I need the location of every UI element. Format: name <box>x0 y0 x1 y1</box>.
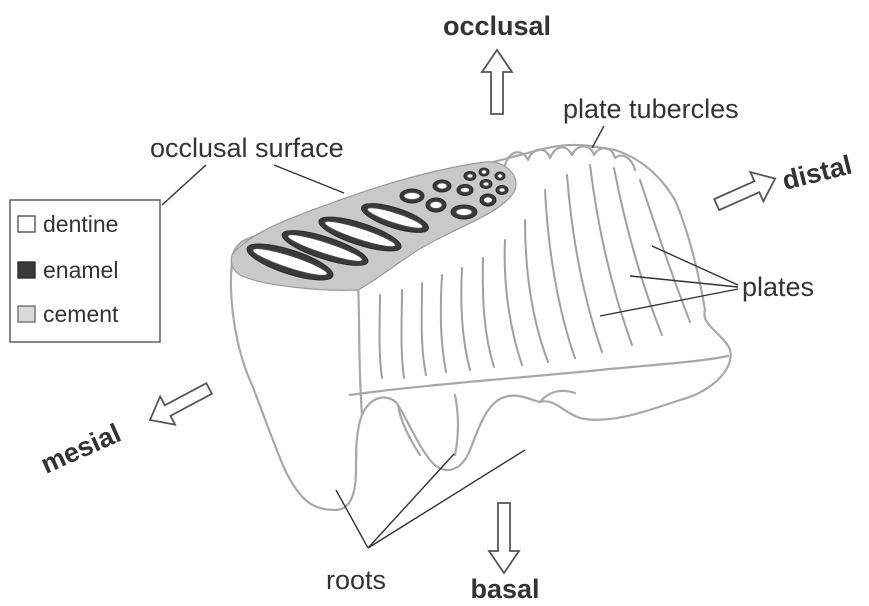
legend-label-dentine: dentine <box>43 211 118 237</box>
plates-label: plates <box>742 272 814 302</box>
roots-label: roots <box>326 565 386 595</box>
legend-label-cement: cement <box>43 301 119 327</box>
mesial-label: mesial <box>36 418 125 480</box>
legend-label-enamel: enamel <box>43 257 118 283</box>
distal-label: distal <box>779 150 855 196</box>
basal-arrow <box>489 503 519 573</box>
plate-tubercles-label: plate tubercles <box>563 94 739 124</box>
distal-arrow <box>710 164 781 219</box>
legend-swatch-dentine <box>18 216 35 232</box>
legend: dentine enamel cement <box>10 200 160 342</box>
occlusal-label: occlusal <box>443 11 551 41</box>
basal-label: basal <box>470 574 539 604</box>
legend-swatch-enamel <box>18 262 35 278</box>
mesial-arrow <box>142 374 216 434</box>
occlusal-arrow <box>482 50 512 114</box>
legend-swatch-cement <box>18 306 35 322</box>
occlusal-surface-label: occlusal surface <box>150 133 344 163</box>
